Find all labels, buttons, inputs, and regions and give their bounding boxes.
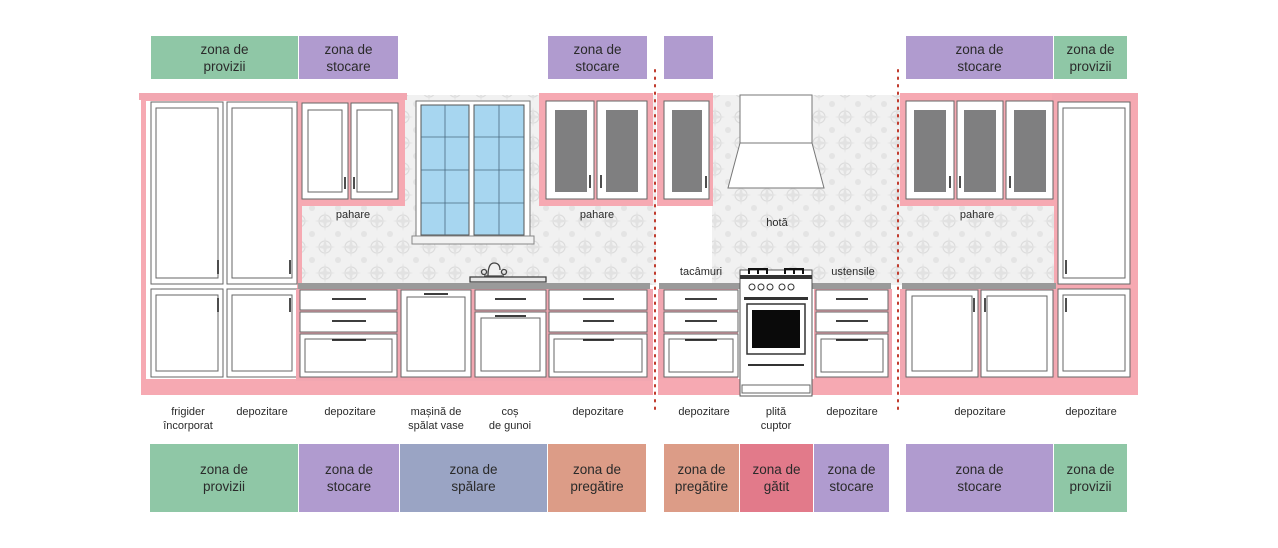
label-depozitare: depozitare (1065, 406, 1117, 418)
label-depozitare: depozitare (236, 406, 288, 418)
zone-box-bottom-provizii: zona de provizii (1054, 444, 1127, 512)
label-pahare: pahare (335, 209, 371, 221)
zone-box-top-stocare: zona de stocare (906, 36, 1053, 79)
sink-faucet (469, 262, 547, 283)
countertop (902, 283, 1056, 289)
label-pahare: pahare (959, 209, 995, 221)
label-frigider: frigider încorporat (163, 406, 213, 432)
label-depozitare: depozitare (678, 406, 730, 418)
label-depozitare: depozitare (572, 406, 624, 418)
base-cabinets-outline (141, 379, 653, 395)
stove-oven (739, 268, 813, 397)
window (411, 100, 535, 245)
range-hood (727, 94, 825, 189)
zone-box-bottom-pregatire: zona de pregătire (664, 444, 739, 512)
label-plita-cuptor: plită cuptor (760, 406, 792, 432)
zone-box-top-provizii: zona de provizii (1054, 36, 1127, 79)
label-depozitare: depozitare (826, 406, 878, 418)
zone-box-bottom-spalare: zona de spălare (400, 444, 547, 512)
label-hota: hotă (766, 217, 788, 229)
label-depozitare: depozitare (324, 406, 376, 418)
label-pahare: pahare (579, 209, 615, 221)
label-ustensile: ustensile (831, 266, 875, 278)
zone-box-bottom-stocare: zona de stocare (814, 444, 889, 512)
zone-box-top-stocare (664, 36, 713, 79)
zone-box-top-provizii: zona de provizii (151, 36, 298, 79)
wall-tiles (900, 200, 1056, 285)
label-tacamuri: tacâmuri (679, 266, 723, 278)
label-masina-spalat: mașină de spălat vase (408, 406, 464, 432)
zone-box-bottom-provizii: zona de provizii (150, 444, 298, 512)
label-cos-gunoi: coș de gunoi (488, 406, 532, 432)
built-in-fridge (150, 101, 298, 378)
zone-box-top-stocare: zona de stocare (548, 36, 647, 79)
zone-box-bottom-pregatire: zona de pregătire (548, 444, 646, 512)
countertop (298, 283, 650, 289)
zone-box-top-stocare: zona de stocare (299, 36, 398, 79)
label-depozitare: depozitare (954, 406, 1006, 418)
zone-box-bottom-gatit: zona de gătit (740, 444, 813, 512)
zone-box-bottom-stocare: zona de stocare (299, 444, 399, 512)
zone-box-bottom-stocare: zona de stocare (906, 444, 1053, 512)
